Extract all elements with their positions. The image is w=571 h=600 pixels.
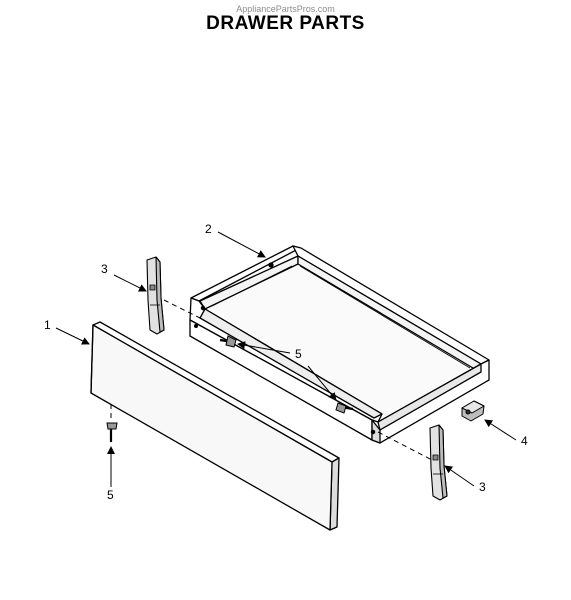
callout-2: 2: [205, 222, 212, 236]
drawer-box: [189, 245, 490, 444]
page-title: DRAWER PARTS: [206, 13, 365, 34]
screw-upper: [219, 335, 237, 348]
leader-lines: [55, 231, 517, 487]
callout-3-upper: 3: [101, 262, 108, 276]
callout-3-lower: 3: [479, 480, 486, 494]
assembly-lines: [110, 299, 433, 461]
callout-5-upper: 5: [295, 347, 302, 361]
callout-1: 1: [44, 318, 51, 332]
screw-lower: [106, 422, 118, 442]
screw-middle: [335, 402, 354, 414]
callout-5-lower: 5: [107, 488, 114, 502]
drawer-clip: [461, 400, 485, 422]
drawer-slide-left: [146, 256, 165, 335]
callout-4: 4: [521, 434, 528, 448]
watermark: AppliancePartsPros.com: [236, 4, 335, 14]
drawer-front-panel: [90, 321, 340, 531]
drawer-slide-right: [429, 424, 448, 501]
